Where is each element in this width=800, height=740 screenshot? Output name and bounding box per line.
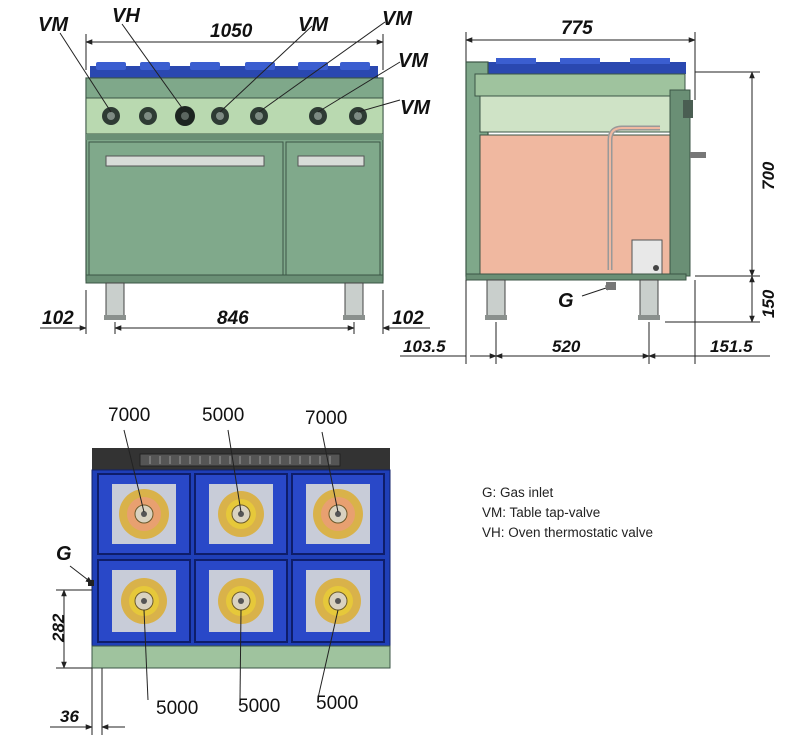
burner-top-center (218, 491, 264, 537)
side-leg-height-dim: 150 (759, 289, 778, 318)
burner-power-bottom-center: 5000 (238, 696, 280, 717)
burner-bottom-left (121, 578, 167, 624)
top-offset-dim: 36 (60, 707, 79, 726)
control-panel (85, 97, 384, 135)
top-depth-dim: 282 (49, 613, 68, 643)
legend-item-gas-inlet: G: Gas inlet (482, 485, 554, 500)
oven-handle (105, 155, 265, 167)
front-label-vm-3: VM (382, 8, 413, 30)
knobs (102, 106, 367, 126)
front-label-vm-2: VM (298, 14, 329, 36)
front-label-vm-4: VM (398, 50, 429, 72)
side-height-dim: 700 (759, 161, 778, 190)
side-gas-inlet-label: G (558, 290, 574, 312)
front-burner-strip (90, 66, 378, 78)
side-left-offset-dim: 103.5 (403, 337, 446, 356)
front-inner-width-dim: 846 (217, 308, 249, 329)
front-label-vh: VH (112, 5, 140, 27)
legend-item-table-tap-valve: VM: Table tap-valve (482, 505, 600, 520)
front-view: 1050 (38, 5, 431, 334)
front-width-dim: 1050 (210, 21, 253, 42)
burner-bottom-right (315, 578, 361, 624)
side-view: 775 700 150 (400, 18, 778, 364)
burner-power-bottom-left: 5000 (156, 698, 198, 719)
legend-item-oven-thermostatic-valve: VH: Oven thermostatic valve (482, 525, 653, 540)
burner-top-right (313, 489, 363, 539)
burner-power-top-center: 5000 (202, 405, 244, 426)
burner-bottom-center (218, 578, 264, 624)
cabinet-handle (297, 155, 365, 167)
burner-power-top-left: 7000 (108, 405, 150, 426)
front-left-offset-dim: 102 (42, 308, 74, 329)
front-label-vm-1: VM (38, 14, 69, 36)
top-gas-inlet-label: G (56, 543, 72, 565)
top-view: 7000 5000 7000 5000 5000 5000 G 282 36 (49, 405, 391, 735)
side-right-offset-dim: 151.5 (710, 337, 753, 356)
side-base-dim: 520 (552, 337, 581, 356)
front-label-vm-5: VM (400, 97, 431, 119)
burner-power-bottom-right: 5000 (316, 693, 358, 714)
legend: G: Gas inlet VM: Table tap-valve VH: Ove… (482, 485, 653, 540)
burner-top-left (119, 489, 169, 539)
front-right-offset-dim: 102 (392, 308, 424, 329)
side-depth-dim: 775 (561, 18, 593, 39)
burner-power-top-right: 7000 (305, 408, 347, 429)
